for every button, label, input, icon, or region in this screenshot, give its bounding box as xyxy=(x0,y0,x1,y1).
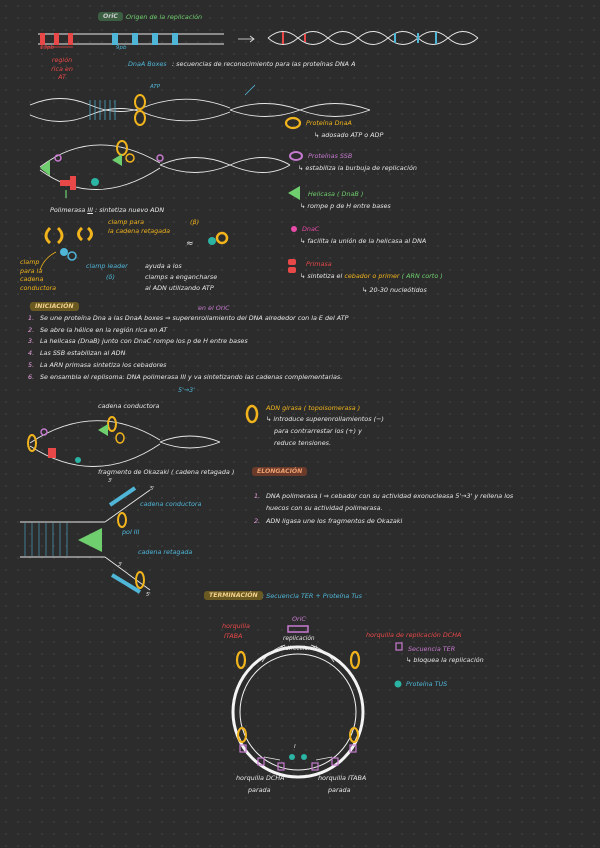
stop-left-2: parada xyxy=(248,786,271,794)
girasa-line: para contrarrestar los (+) y xyxy=(274,427,362,435)
end-label: 5' xyxy=(146,592,151,598)
tus-icon xyxy=(394,680,402,688)
ter-sub: ↳ bloquea la replicación xyxy=(406,656,484,664)
dnaa-icon xyxy=(284,116,302,130)
circle-bidir-1: replicación xyxy=(283,636,315,642)
box-label-right: 9pb xyxy=(116,45,127,51)
clamp-leading-label: clamp para la cadena conductora xyxy=(20,258,57,292)
oric-tag: OriC xyxy=(98,12,123,21)
circle-oric: OriC xyxy=(292,615,306,623)
dnac-icon xyxy=(291,226,297,232)
beta-mark: (β) xyxy=(190,218,200,226)
circle-mid-label: I xyxy=(294,744,296,750)
stop-left-1: horquilla DCHA xyxy=(236,774,285,782)
iniciacion-steps: 1.Se une proteína Dna a las DnaA boxes ⇒… xyxy=(28,313,348,383)
elong-step-line: ADN ligasa une los fragmentos de Okazaki xyxy=(266,517,403,525)
replication-bubble-detail xyxy=(39,140,291,198)
legend-helicasa-title: Helicasa ( DnaB ) xyxy=(308,190,364,198)
end-label: 3' xyxy=(118,562,123,568)
stop-right-1: horquilla ITABA xyxy=(318,774,367,782)
right-fork-label: horquilla de replicación DCHA xyxy=(366,631,462,639)
helicase-icon xyxy=(288,186,300,200)
legend-dnac-sub: ↳ facilita la unión de la helicasa al DN… xyxy=(300,237,427,245)
fork-conductora-label: cadena conductora xyxy=(98,402,160,410)
list-item: 1.Se une proteína Dna a las DnaA boxes ⇒… xyxy=(28,314,349,322)
iniciacion-note: en el OriC xyxy=(198,304,230,312)
left-fork-label-1: horquilla xyxy=(222,622,250,630)
legend-primasa-sub2: ↳ 20-30 nucleótidos xyxy=(362,286,427,294)
legend-ssb-title: Proteínas SSB xyxy=(308,152,353,160)
legend-ssb-sub: ↳ estabiliza la burbuja de replicación xyxy=(298,164,417,172)
clamp-icons xyxy=(39,226,229,271)
approx-mark: ≈ xyxy=(186,239,194,249)
dnaa-boxes-title: DnaA Boxes xyxy=(128,60,167,68)
ter-icon xyxy=(395,642,403,651)
girasa-title: ADN girasa ( topoisomerasa ) xyxy=(266,404,361,412)
terminacion-rest: : Secuencia TER + Proteína Tus xyxy=(262,592,362,600)
elong-step-line: huecos con su actividad polimerasa. xyxy=(266,504,383,512)
clamp-lag-line1: clamp para xyxy=(108,218,145,226)
list-item: 5.La ARN primasa sintetiza los cebadores xyxy=(28,360,167,369)
circle-bidir-2: bidireccional xyxy=(280,646,317,652)
list-item: 4.Las SSB estabilizan al ADN xyxy=(28,349,126,358)
clamp-loader-desc1: ayuda a los xyxy=(145,262,182,270)
tus-label: Proteína TUS xyxy=(406,680,448,688)
stop-right-2: parada xyxy=(328,786,351,794)
elong-step-num: 1. xyxy=(254,492,261,500)
legend-dnaa-sub: ↳ adosado ATP o ADP xyxy=(314,131,384,139)
pol3-label: Polimerasa III : sintetiza nuevo ADN xyxy=(50,206,165,214)
legend-helicasa-sub: ↳ rompe p de H entre bases xyxy=(300,202,391,210)
pol3-fork-label: pol III xyxy=(122,528,140,536)
ter-title: Secuencia TER xyxy=(408,645,456,653)
elong-step-line: DNA polimerasa I ⇒ cebador con su activi… xyxy=(266,492,514,500)
terminacion-title: TERMINACIÓN xyxy=(204,591,263,600)
replication-fork-detail xyxy=(20,486,151,594)
legend-dnaa-title: Proteína DnaA xyxy=(306,119,352,127)
clamp-loader-greek: (δ) xyxy=(106,273,115,281)
list-item: 6.Se ensambla el replisoma: DNA polimera… xyxy=(28,372,343,381)
clamp-lag-line2: la cadena retagada xyxy=(108,227,171,235)
left-fork-label-2: ITABA xyxy=(224,632,243,640)
clamp-loader-desc3: al ADN utilizando ATP xyxy=(145,284,214,292)
replication-bubble-top xyxy=(29,94,371,126)
clamp-loader-desc2: clamps a engancharse xyxy=(145,273,218,281)
legend-primasa-title: Primasa xyxy=(306,260,332,268)
strand-top-label: cadena conductora xyxy=(140,500,202,508)
iniciacion-title: INICIACIÓN xyxy=(30,302,79,311)
list-item: 3.La helicasa (DnaB) junto con DnaC romp… xyxy=(28,337,248,346)
region-at-label: región rica en AT xyxy=(51,56,73,82)
girasa-line: reduce tensiones. xyxy=(274,439,331,447)
end-label: 5' xyxy=(150,486,155,492)
elongacion-title: ELONGACIÓN xyxy=(252,467,308,476)
girasa-line: ↳ introduce superenrollamientos (−) xyxy=(266,415,384,423)
ssb-icon xyxy=(289,151,303,161)
iniciacion-direction: 5'→3' xyxy=(178,386,196,394)
replication-fork-elongation xyxy=(27,416,221,467)
atp-label: ATP xyxy=(150,84,161,90)
box-label-left: 13pb xyxy=(40,45,54,51)
twisted-dna xyxy=(267,31,479,45)
primase-icon xyxy=(288,259,296,273)
list-item: 2.Se abre la hélice en la región rica en… xyxy=(28,325,168,334)
legend-dnac-title: DnaC xyxy=(302,225,320,233)
clamp-loader-label: clamp leader xyxy=(86,262,128,270)
elong-step-num: 2. xyxy=(254,517,261,525)
oric-linear-dna xyxy=(38,33,224,48)
circular-chromosome xyxy=(231,625,365,779)
dnaa-boxes-text: : secuencias de reconocimiento para las … xyxy=(172,60,356,68)
oric-title: Origen de la replicación xyxy=(126,13,203,21)
end-label: 3' xyxy=(108,478,113,484)
okazaki-label: fragmento de Okazaki ( cadena retagada ) xyxy=(98,468,235,476)
gyrase-icon xyxy=(245,404,259,424)
legend-primasa-sub: ↳ sintetiza el cebador o primer ( ARN co… xyxy=(300,272,443,280)
strand-bottom-label: cadena retagada xyxy=(138,548,193,556)
